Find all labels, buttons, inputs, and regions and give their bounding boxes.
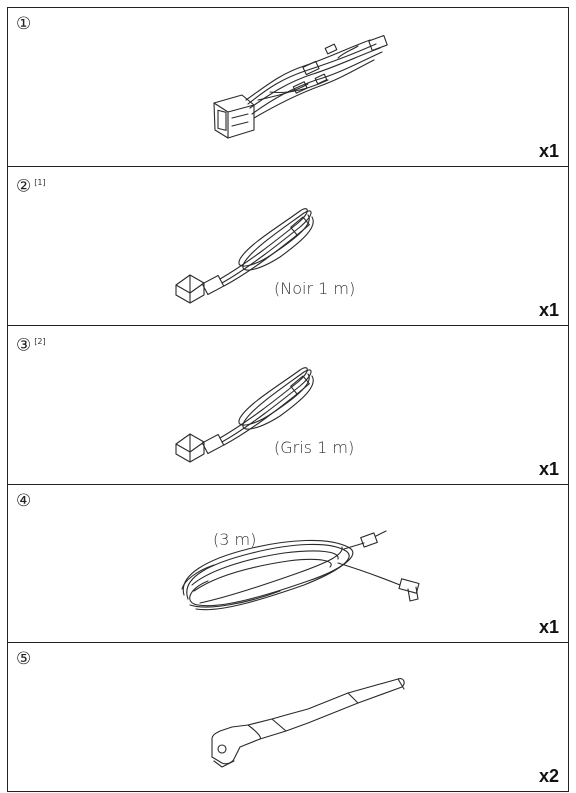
quantity-label: x1 [538,141,559,161]
quantity-label: x1 [538,617,559,637]
part-number: ⑤ [16,649,32,669]
part-number: ②[1] [16,176,46,197]
footnote-ref: [2] [34,337,46,346]
part-item-3: ③[2] (Gris 1 m) x1 [7,325,569,485]
part-number: ① [16,14,32,34]
part-item-4: ④ (3 m) x1 [7,484,569,643]
part-item-1: ① x1 [7,7,569,167]
part-item-2: ②[1] (Noir 1 m) x1 [7,166,569,326]
quantity-label: x2 [538,766,559,786]
extraction-key-icon [211,678,405,768]
quantity-label: x1 [538,459,559,479]
cable-caption: (Gris 1 m) [274,438,355,457]
wiring-harness-icon [213,35,388,139]
footnote-ref: [1] [34,178,46,187]
quantity-label: x1 [538,300,559,320]
usb-extension-cable-icon [175,367,314,463]
cable-caption: (Noir 1 m) [274,279,356,298]
usb-extension-cable-icon [175,208,314,304]
part-number: ③[2] [16,335,46,356]
microphone-cable-icon [181,530,420,611]
cable-caption: (3 m) [213,530,257,549]
part-item-5: ⑤ x2 [7,642,569,792]
part-number: ④ [16,491,32,511]
accessory-list: ① x1 ②[1] [7,7,571,792]
